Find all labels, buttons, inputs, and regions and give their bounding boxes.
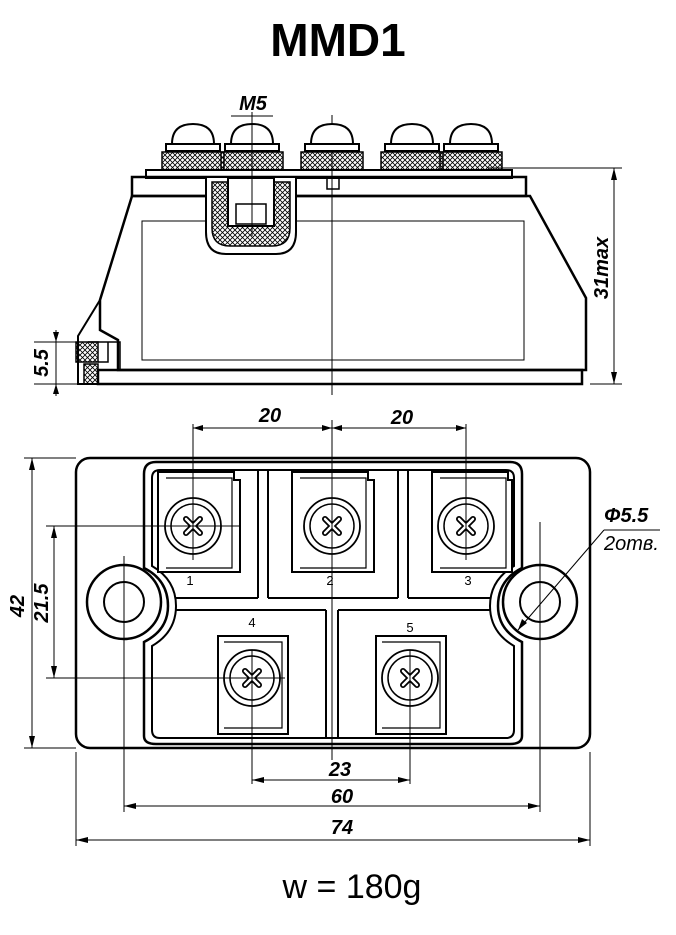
base-label: 5.5 (31, 348, 53, 377)
hole-count-label: 2отв. (603, 533, 659, 555)
top-cover (130, 175, 528, 198)
terminal-number-3: 3 (464, 573, 471, 588)
height-inner-label: 21.5 (31, 583, 53, 624)
width-holes-label: 60 (331, 786, 353, 808)
side-view: M5 31max 5.5 (31, 93, 622, 396)
label-window (141, 220, 525, 361)
terminal-1 (157, 471, 241, 573)
pitch-left-label: 20 (258, 405, 281, 427)
hole-diameter-label: Φ5.5 (604, 505, 649, 527)
inner-frame (142, 460, 524, 746)
terminal-number-1: 1 (186, 573, 193, 588)
base-plate (96, 368, 584, 386)
mounting-foot-section (75, 341, 99, 363)
terminal-3 (431, 471, 513, 573)
terminal-number-2: 2 (326, 573, 333, 588)
height-overall-label: 42 (7, 595, 29, 618)
module-outline (74, 456, 592, 750)
terminal-5 (375, 635, 447, 735)
thread-label: M5 (239, 93, 268, 115)
width-overall-label: 74 (331, 817, 353, 839)
terminal-screw-4 (380, 122, 444, 171)
module-body (98, 194, 588, 372)
terminal-number-5: 5 (406, 620, 413, 635)
terminal-screw-3 (300, 122, 364, 171)
terminal-number-4: 4 (248, 615, 255, 630)
terminal-screw-1 (161, 122, 225, 171)
terminal-screw-5 (439, 122, 503, 171)
weight-label: w = 180g (282, 868, 422, 906)
terminal-4 (217, 635, 289, 735)
drawing-title: MMD1 (270, 14, 405, 66)
pitch-right-label: 20 (390, 407, 413, 429)
top-view: 1 2 3 4 5 20 20 42 21.5 23 (7, 405, 660, 846)
width-inner-label: 23 (328, 759, 351, 781)
height-label: 31max (591, 236, 613, 299)
terminal-2 (291, 471, 375, 573)
